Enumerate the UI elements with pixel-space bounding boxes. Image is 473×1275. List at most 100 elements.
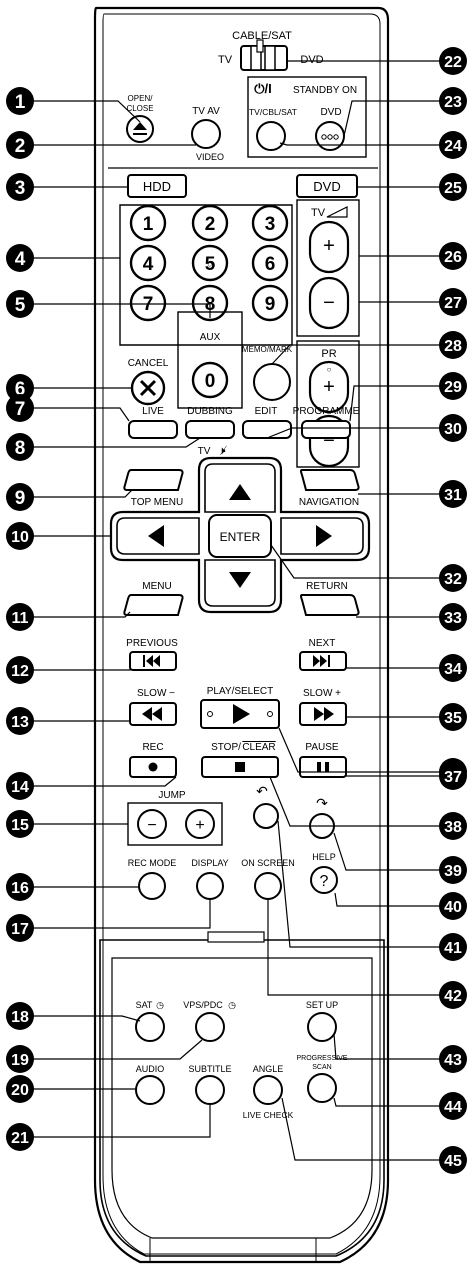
sat-timer-button[interactable] <box>135 1012 165 1042</box>
return-button[interactable] <box>300 594 360 616</box>
svg-text:11: 11 <box>12 610 29 627</box>
plus-icon: + <box>195 817 204 834</box>
audio-button[interactable] <box>135 1075 165 1105</box>
play-select-button[interactable] <box>200 699 280 729</box>
hdd-button[interactable]: HDD <box>127 174 187 198</box>
skip-back-icon <box>143 655 160 667</box>
previous-button[interactable] <box>129 651 177 671</box>
instant-replay-button[interactable] <box>253 803 279 829</box>
subtitle-button[interactable] <box>195 1075 225 1105</box>
plus-icon: + <box>323 235 335 257</box>
on-screen-button[interactable] <box>254 872 282 900</box>
edit-button[interactable] <box>242 420 292 439</box>
flip-cover <box>99 939 385 1257</box>
dvd-power-button[interactable] <box>315 121 345 151</box>
stop-clear-button[interactable] <box>201 756 279 778</box>
record-icon <box>148 762 158 772</box>
programme-button[interactable] <box>301 420 351 439</box>
stop-label: STOP/ <box>211 742 241 753</box>
next-label: NEXT <box>309 638 336 649</box>
slow-plus-label: SLOW + <box>303 688 341 699</box>
pause-button[interactable] <box>299 756 347 778</box>
callout-41: 41 <box>439 933 467 961</box>
open-close-button[interactable] <box>126 115 154 143</box>
pr-up-button[interactable]: ○ + <box>308 360 350 414</box>
svg-text:13: 13 <box>11 714 29 731</box>
cover-hinge <box>207 931 265 943</box>
rec-button[interactable] <box>129 756 177 778</box>
svg-text:17: 17 <box>11 921 29 938</box>
jump-forward-button[interactable]: + <box>185 809 215 839</box>
display-button[interactable] <box>196 872 224 900</box>
callout-29: 29 <box>439 372 467 400</box>
svg-text:42: 42 <box>444 988 462 1005</box>
menu-button[interactable] <box>123 594 184 616</box>
svg-text:10: 10 <box>11 529 29 546</box>
dubbing-button[interactable] <box>185 420 235 439</box>
mode-slide-switch[interactable] <box>240 39 288 71</box>
angle-button[interactable] <box>253 1075 283 1105</box>
digit-2-button[interactable]: 2 <box>191 204 229 242</box>
svg-text:21: 21 <box>11 1130 29 1147</box>
slow-forward-button[interactable] <box>299 702 347 726</box>
live-button[interactable] <box>128 420 178 439</box>
callout-33: 33 <box>439 603 467 631</box>
set-up-label: SET UP <box>306 1000 338 1010</box>
svg-text:6: 6 <box>15 379 26 400</box>
digit-0-button[interactable]: 0 <box>191 361 229 399</box>
tv-cbl-sat-power-button[interactable] <box>256 121 286 151</box>
jump-back-button[interactable]: − <box>137 809 167 839</box>
digit-6-button[interactable]: 6 <box>251 244 289 282</box>
callout-38: 38 <box>439 812 467 840</box>
eject-icon <box>133 122 147 135</box>
callout-4: 4 <box>6 244 34 272</box>
hdd-button-label: HDD <box>143 179 171 194</box>
cancel-label: CANCEL <box>128 358 169 369</box>
tv-av-button[interactable] <box>191 119 221 149</box>
callout-6: 6 <box>6 374 34 402</box>
top-menu-button[interactable] <box>123 469 184 491</box>
dvd-button[interactable]: DVD <box>296 174 358 198</box>
right-arrow-icon <box>316 525 332 547</box>
digit-3-button[interactable]: 3 <box>251 204 289 242</box>
mute-icon: 🕨̸ <box>219 445 228 457</box>
help-button[interactable]: ? <box>310 866 338 894</box>
bottom-tab <box>149 1238 317 1263</box>
digit-9-label: 9 <box>265 294 276 315</box>
vps-pdc-button[interactable] <box>195 1012 225 1042</box>
close-label: CLOSE <box>126 104 153 113</box>
left-arrow-icon <box>148 525 164 547</box>
volume-down-button[interactable]: − <box>308 276 350 330</box>
callout-44: 44 <box>439 1092 467 1120</box>
set-up-button[interactable] <box>307 1012 337 1042</box>
display-label: DISPLAY <box>191 858 228 868</box>
volume-up-button[interactable]: + <box>308 220 350 274</box>
progressive-scan-button[interactable] <box>307 1073 337 1103</box>
aux-label: AUX <box>200 332 221 343</box>
slow-rewind-button[interactable] <box>129 702 177 726</box>
navigation-button[interactable] <box>300 469 360 491</box>
cancel-button[interactable] <box>130 370 166 406</box>
digit-7-button[interactable]: 7 <box>129 284 167 322</box>
rec-mode-button[interactable] <box>138 872 166 900</box>
digit-1-button[interactable]: 1 <box>129 204 167 242</box>
top-menu-label: TOP MENU <box>131 497 183 508</box>
enter-button[interactable]: ENTER <box>208 514 272 558</box>
svg-text:43: 43 <box>444 1052 462 1069</box>
edit-label: EDIT <box>255 406 278 417</box>
svg-text:29: 29 <box>444 379 462 396</box>
open-label: OPEN/ <box>128 94 154 103</box>
svg-text:23: 23 <box>444 94 462 111</box>
digit-4-button[interactable]: 4 <box>129 244 167 282</box>
minus-icon: − <box>323 430 335 452</box>
svg-text:4: 4 <box>15 249 26 270</box>
previous-label: PREVIOUS <box>126 638 178 649</box>
memo-mark-button[interactable] <box>253 363 291 401</box>
standby-on-label: STANDBY ON <box>293 85 357 96</box>
svg-text:3: 3 <box>15 178 26 199</box>
callout-24: 24 <box>439 131 467 159</box>
next-button[interactable] <box>299 651 347 671</box>
digit-9-button[interactable]: 9 <box>251 284 289 322</box>
digit-5-button[interactable]: 5 <box>191 244 229 282</box>
